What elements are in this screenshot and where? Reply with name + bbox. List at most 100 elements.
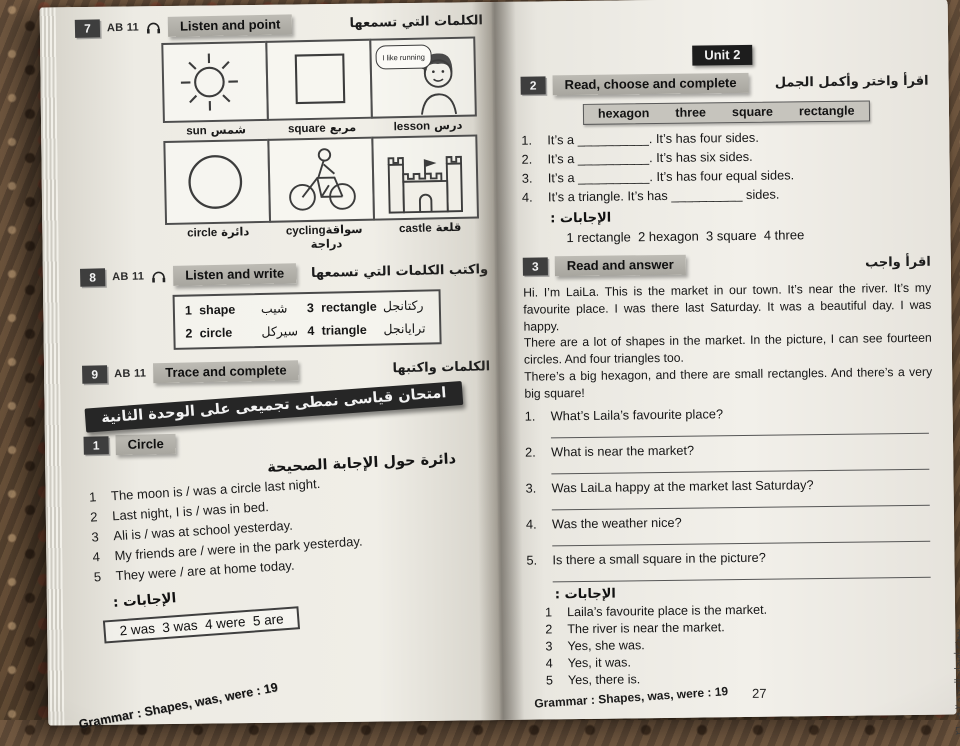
question-number: 2	[90, 508, 113, 524]
question-number: 1.	[525, 408, 551, 423]
exercise-3-number: 3	[523, 257, 548, 275]
question-text: Was LaiLa happy at the market last Satur…	[551, 477, 813, 495]
activity-book-ref: AB 11	[112, 270, 144, 283]
word-bank: hexagon three square rectangle	[583, 100, 870, 124]
question-text: It’s a triangle. It’s has __________ sid…	[548, 187, 780, 205]
activity-book-ref: AB 11	[107, 22, 139, 35]
answer-number: 5	[546, 673, 568, 687]
word-english: shape	[199, 298, 261, 322]
caption-circle: circle دائرة	[165, 224, 272, 254]
question-text: It’s a __________. It’s has four sides.	[547, 130, 759, 148]
word-row: 2 circle سيركل 4 triangle ترايانجل	[185, 317, 429, 345]
answer-text: Laila’s favourite place is the market.	[567, 603, 767, 619]
activity-book-ref: AB 11	[114, 367, 146, 380]
answer-line	[552, 530, 930, 547]
word-arabic: ركتانجل	[383, 295, 429, 318]
word-english: circle	[199, 321, 261, 345]
word-bank-item: rectangle	[799, 104, 855, 119]
exercise-7-header: 7 AB 11 Listen and point الكلمات التي تس…	[75, 10, 483, 39]
question-text: It’s a __________. It’s has six sides.	[547, 149, 752, 167]
left-page: 7 AB 11 Listen and point الكلمات التي تس…	[56, 2, 501, 725]
unit-badge: Unit 2	[692, 45, 752, 66]
headphones-icon	[151, 270, 166, 283]
question-text: What’s Laila’s favourite place?	[551, 406, 724, 423]
word-number: 2	[185, 322, 200, 345]
word-arabic: شيب	[261, 297, 307, 320]
speech-bubble: I like running	[375, 44, 431, 69]
word-bank-item: three	[675, 105, 706, 119]
exercise-1-number: 1	[84, 436, 109, 455]
caption-en: square	[288, 123, 326, 136]
listen-write-box: 1 shape شيب 3 rectangle ركتانجل 2 circle…	[173, 289, 442, 350]
caption-sun: sun شمس	[163, 122, 269, 138]
exercise-8-number: 8	[80, 268, 105, 287]
question-row: 5.Is there a small square in the picture…	[526, 547, 934, 567]
question-row: 3.Was LaiLa happy at the market last Sat…	[525, 475, 933, 495]
question-number: 2.	[521, 151, 547, 166]
question-number: 3.	[525, 480, 551, 495]
square-illustration	[265, 39, 373, 121]
word-bank-item: hexagon	[598, 106, 650, 121]
caption-ar: شمس	[211, 122, 247, 137]
reading-questions: 1.What’s Laila’s favourite place? 2.What…	[525, 403, 935, 582]
question-number: 4.	[526, 516, 552, 531]
exercise-7-arabic: الكلمات التي تسمعها	[349, 13, 483, 31]
question-number: 5.	[526, 552, 552, 567]
reading-paragraph: Hi. I’m LaiLa. This is the market in our…	[523, 280, 932, 335]
question-text: Is there a small square in the picture?	[552, 550, 766, 568]
caption-en: castle	[399, 222, 432, 235]
complete-questions: 1.It’s a __________. It’s has four sides…	[521, 128, 930, 205]
answer-text: Yes, there is.	[568, 672, 641, 687]
exercise-9-arabic: الكلمات واكتبها	[392, 359, 490, 376]
caption-ar: دائرة	[221, 224, 249, 239]
word-arabic: ترايانجل	[383, 317, 429, 340]
question-row: 2.What is near the market?	[525, 439, 933, 459]
exercise-8-title: Listen and write	[173, 263, 296, 286]
left-page-footer: Grammar : Shapes, was, were : 19	[78, 680, 279, 731]
question-text: Was the weather nice?	[552, 515, 682, 532]
exercise-8-header: 8 AB 11 Listen and write واكتب الكلمات ا…	[80, 259, 488, 288]
question-number: 2.	[525, 444, 551, 459]
question-number: 4.	[522, 189, 548, 204]
caption-en: sun	[186, 125, 207, 137]
word-english: rectangle	[321, 295, 383, 319]
answer-line	[552, 494, 930, 511]
caption-en: lesson	[394, 120, 431, 133]
exercise-3-title: Read and answer	[555, 255, 686, 277]
exercise-8-arabic: واكتب الكلمات التي تسمعها	[311, 262, 488, 281]
sun-illustration	[161, 41, 269, 123]
caption-en: circle	[187, 227, 217, 240]
caption-en: cycling	[286, 225, 326, 238]
word-arabic: سيركل	[261, 320, 307, 343]
margin-note: نموذج امتحان الوحدة ٢ في ٢٦	[953, 628, 960, 735]
book: 7 AB 11 Listen and point الكلمات التي تس…	[40, 0, 957, 726]
page-number: 27	[752, 686, 767, 701]
exercise-2-title: Read, choose and complete	[553, 73, 749, 95]
lesson-illustration: I like running	[369, 36, 477, 118]
caption-castle: castle قلعة	[377, 219, 484, 249]
caption-ar: درس	[434, 118, 463, 133]
exercise-7-number: 7	[75, 19, 100, 38]
word-number: 4	[307, 319, 322, 342]
exercise-2-number: 2	[521, 76, 546, 94]
cycling-illustration	[267, 137, 375, 223]
question-row: 4.Was the weather nice?	[526, 511, 934, 531]
answers-label: الإجابات :	[555, 586, 616, 602]
reading-paragraph: There are a lot of shapes in the market.…	[524, 330, 932, 369]
exercise-9-title: Trace and complete	[153, 360, 299, 383]
headphones-icon	[146, 21, 161, 34]
exercise-2-header: 2 Read, choose and complete اقرأ واختر و…	[521, 71, 929, 96]
castle-illustration	[371, 134, 479, 220]
caption-ar: قلعة	[436, 220, 462, 235]
caption-cycling: cyclingسواقة دراجة	[271, 222, 378, 252]
answers-box: 2 was 3 was 4 were 5 are	[103, 606, 300, 643]
answers-label: الإجابات :	[550, 211, 611, 227]
question-number: 3	[91, 528, 114, 544]
